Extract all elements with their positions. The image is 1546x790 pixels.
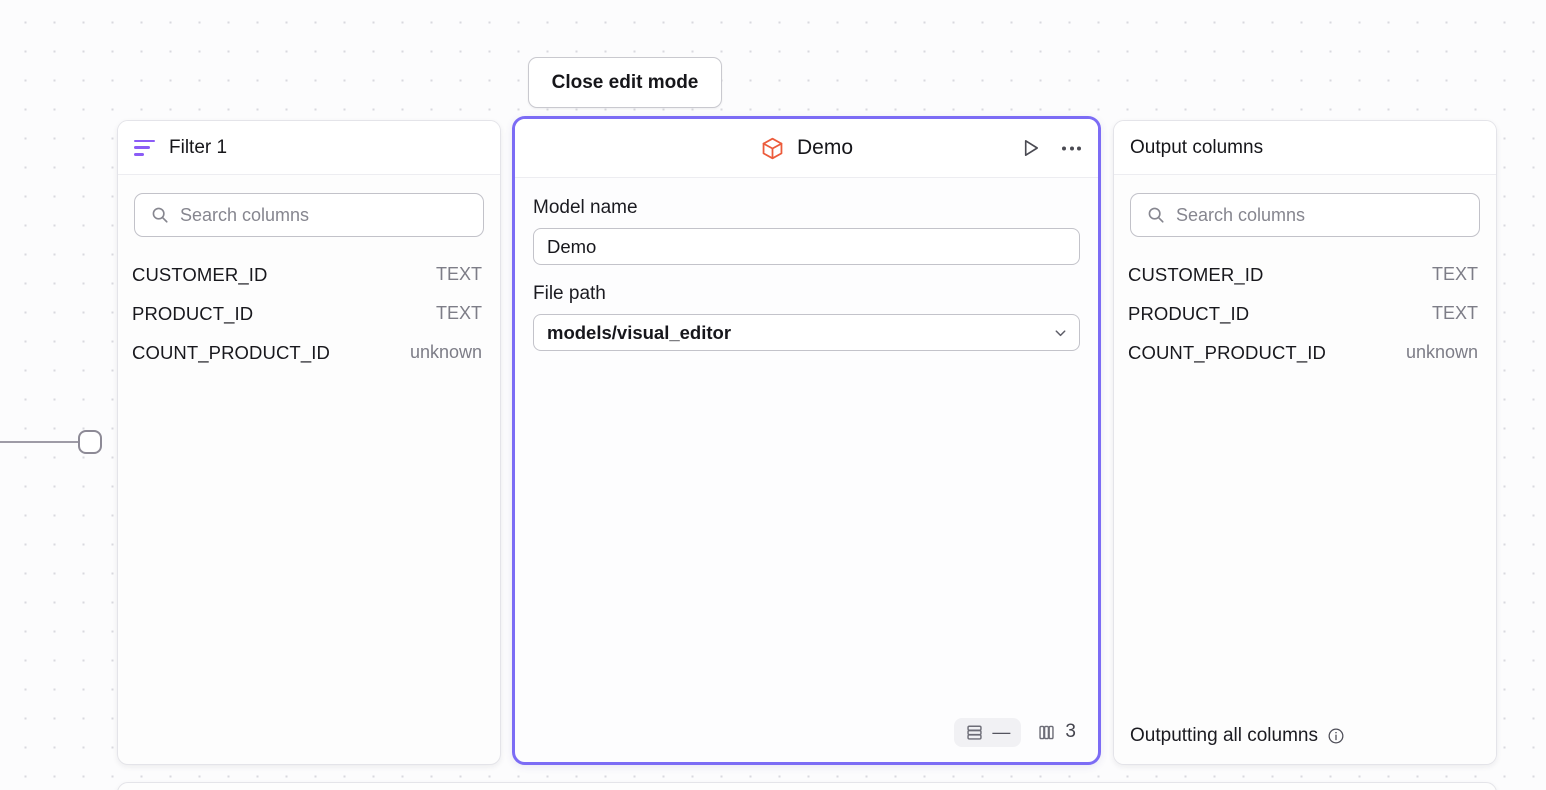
outputting-all-columns-label: Outputting all columns [1130,725,1318,746]
output-column-list: CUSTOMER_ID TEXT PRODUCT_ID TEXT COUNT_P… [1114,237,1496,372]
model-panel[interactable]: Demo Model name File path models/visual_… [512,116,1101,765]
lower-panel-partial[interactable] [117,782,1497,790]
model-name-input[interactable] [533,228,1080,265]
column-type: TEXT [435,264,482,284]
model-name-label: Model name [533,197,638,218]
file-path-select[interactable]: models/visual_editor [533,314,1080,351]
filter-panel[interactable]: Filter 1 CUSTOMER_ID TEXT PRODUCT_ID TEX… [117,120,501,765]
run-model-button[interactable] [1016,134,1045,163]
model-title-group: Demo [760,136,853,161]
model-panel-header: Demo [515,119,1098,178]
column-name: COUNT_PRODUCT_ID [1128,341,1326,363]
rows-icon [967,725,983,740]
connector-edge [0,441,82,443]
output-search-input[interactable] [1176,194,1479,236]
list-item[interactable]: COUNT_PRODUCT_ID unknown [130,333,484,372]
column-type: unknown [409,342,482,362]
output-search-wrap [1114,175,1496,237]
column-name: PRODUCT_ID [132,302,254,324]
filter-icon [134,139,155,156]
filter-panel-title: Filter 1 [169,136,228,158]
info-icon[interactable] [1327,727,1345,745]
columns-icon [1039,725,1055,739]
output-search-box[interactable] [1130,193,1480,237]
more-options-button[interactable] [1059,143,1084,153]
model-panel-body: Model name File path models/visual_edito… [515,178,1098,716]
search-icon [1148,207,1164,223]
output-panel-title: Output columns [1130,136,1264,158]
column-type: TEXT [1431,264,1478,284]
filter-column-list: CUSTOMER_ID TEXT PRODUCT_ID TEXT COUNT_P… [118,237,500,372]
filter-search-box[interactable] [134,193,484,237]
model-panel-title: Demo [796,136,854,159]
column-type: unknown [1405,342,1478,362]
filter-search-wrap [118,175,500,237]
row-count-group[interactable]: — [954,717,1022,747]
column-name: PRODUCT_ID [1128,302,1250,324]
column-type: TEXT [1431,303,1478,323]
row-count-value: — [992,722,1011,742]
output-columns-panel[interactable]: Output columns CUSTOMER_ID TEXT PRODUCT_… [1113,120,1497,765]
column-name: CUSTOMER_ID [1128,263,1264,285]
model-header-actions [1016,134,1084,163]
list-item[interactable]: PRODUCT_ID TEXT [1126,294,1480,333]
column-name: COUNT_PRODUCT_ID [132,341,330,363]
search-icon [152,207,168,223]
output-panel-footer: Outputting all columns [1114,708,1496,764]
list-item[interactable]: PRODUCT_ID TEXT [130,294,484,333]
filter-panel-header: Filter 1 [118,121,500,175]
file-path-select-wrap: models/visual_editor [533,314,1080,351]
list-item[interactable]: CUSTOMER_ID TEXT [1126,255,1480,294]
column-count-group[interactable]: 3 [1031,716,1082,748]
list-item[interactable]: CUSTOMER_ID TEXT [130,255,484,294]
close-edit-mode-button[interactable]: Close edit mode [528,57,722,108]
column-count-value: 3 [1065,721,1076,742]
ellipsis-icon [1062,146,1081,150]
filter-search-input[interactable] [180,194,483,236]
column-name: CUSTOMER_ID [132,263,268,285]
input-connector-handle[interactable] [78,430,102,454]
output-panel-header: Output columns [1114,121,1496,175]
cube-icon [762,137,783,159]
column-type: TEXT [435,303,482,323]
file-path-label: File path [533,283,606,304]
list-item[interactable]: COUNT_PRODUCT_ID unknown [1126,333,1480,372]
play-icon [1024,139,1039,157]
model-panel-footer: — 3 [515,716,1098,762]
